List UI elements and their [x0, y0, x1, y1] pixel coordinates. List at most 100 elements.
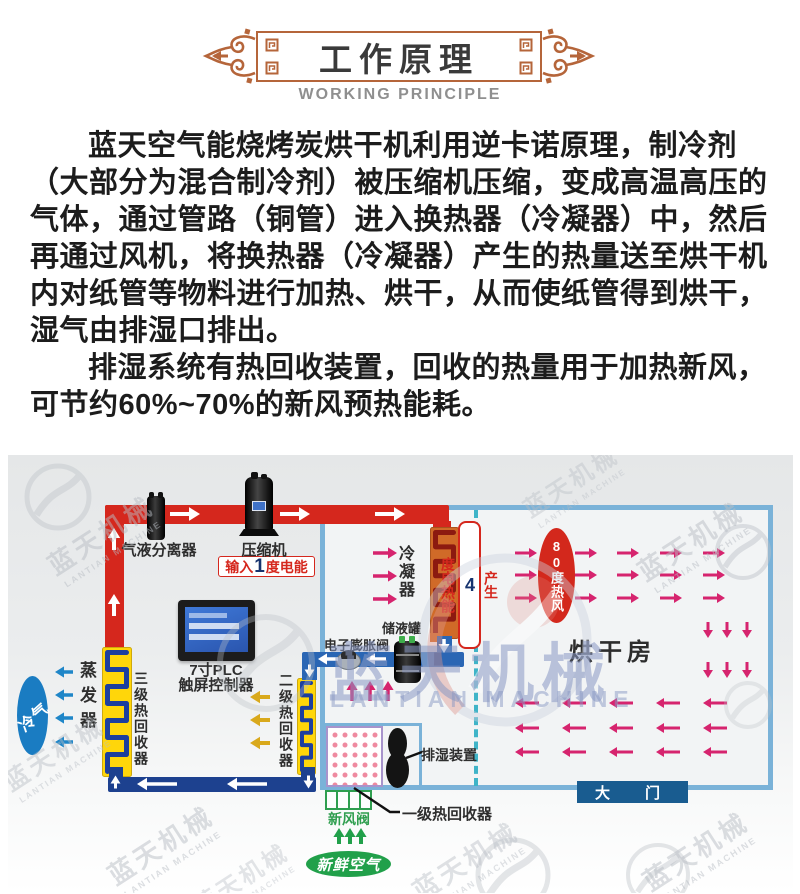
flow-arrow — [575, 570, 597, 580]
plc-screen-row — [189, 623, 239, 629]
watermark-logo-icon — [715, 524, 771, 580]
gate-box: 大 门 — [577, 781, 688, 803]
flow-arrow — [703, 570, 725, 580]
flow-arrow — [107, 528, 121, 550]
flow-arrow — [722, 662, 732, 678]
paragraph-2: 排湿系统有热回收装置，回收的热量用于加热新风，可节约60%~70%的新风预热能耗… — [30, 352, 767, 421]
separator-label: 气液分离器 — [121, 542, 197, 559]
flow-arrow — [366, 653, 386, 665]
recovery2-coil — [297, 678, 316, 775]
plc-label-line1: 7寸PLC — [189, 662, 243, 679]
dehumidifier-shape — [388, 728, 407, 759]
flow-arrow — [722, 622, 732, 638]
callout-lines — [353, 750, 423, 814]
hot-wind-label: 80度热风 — [549, 538, 564, 613]
watermark-logo-icon — [24, 463, 92, 531]
refrigerant-pipe-elbow — [433, 521, 451, 531]
flow-arrow — [304, 664, 314, 678]
input-energy-prefix: 输入 — [225, 558, 254, 575]
watermark-logo-icon — [475, 837, 551, 893]
flow-arrow — [656, 698, 680, 708]
recovery1-label: 一级热回收器 — [402, 806, 493, 823]
flow-arrow — [375, 507, 405, 521]
flow-arrow — [703, 698, 727, 708]
flow-arrow — [656, 723, 680, 733]
flow-arrow — [703, 622, 713, 638]
gate-label: 大 门 — [594, 784, 670, 802]
flow-arrow — [515, 593, 537, 603]
flow-arrow — [515, 747, 539, 757]
flow-arrow — [575, 548, 597, 558]
flow-arrow — [55, 666, 73, 678]
input-energy-number: 1 — [254, 555, 265, 577]
compressor-base — [239, 529, 279, 536]
fresh-air-oval: 新鲜空气 — [306, 851, 391, 877]
compressor-cap-icon — [261, 474, 267, 479]
title-box: 工作原理 — [256, 31, 542, 82]
flow-arrow — [55, 736, 73, 748]
flow-arrow — [703, 723, 727, 733]
key-square-icon — [519, 61, 533, 75]
flow-arrow — [703, 548, 725, 558]
flow-arrow — [170, 507, 200, 521]
separator-cap-icon — [158, 492, 163, 498]
hot-wind-oval: 80度热风 — [538, 528, 575, 623]
recovery3-label: 三级热回收器 — [133, 671, 149, 767]
flow-arrow — [250, 713, 270, 727]
flow-arrow — [438, 639, 450, 653]
flow-arrow — [110, 775, 120, 789]
separator-cap-icon — [149, 492, 154, 498]
flow-arrow — [250, 690, 270, 704]
drying-room-label: 烘干房 — [569, 639, 656, 666]
flow-arrow — [562, 747, 586, 757]
flow-arrow — [346, 681, 358, 701]
flow-arrow — [107, 594, 121, 616]
flow-arrow — [382, 681, 394, 701]
return-pipe-stub-left — [109, 767, 123, 779]
plc-screen-row — [189, 613, 227, 618]
flow-arrow — [333, 828, 345, 844]
dehumidifier-label: 排湿装置 — [421, 747, 477, 763]
flow-arrow — [515, 570, 537, 580]
flow-arrow — [575, 593, 597, 603]
flow-arrow — [515, 548, 537, 558]
plc-label-line2: 触屏控制器 — [178, 677, 254, 694]
valve-label: 电子膨胀阀 — [324, 638, 390, 653]
flow-arrow — [137, 777, 177, 791]
evaporator-label: 蒸发器 — [77, 661, 96, 736]
page-title: 工作原理 — [319, 40, 479, 78]
flow-arrow — [609, 698, 633, 708]
flow-arrow — [227, 777, 267, 791]
recovery1-enclosure — [323, 723, 422, 790]
flow-arrow — [562, 698, 586, 708]
flow-arrow — [344, 828, 356, 844]
flow-arrow — [562, 723, 586, 733]
gen-heat-suffix: 度电热能 — [440, 557, 456, 613]
flow-arrow — [318, 653, 338, 665]
fresh-valve-label: 新风阀 — [328, 811, 370, 827]
tank-band — [396, 670, 419, 672]
flow-arrow — [515, 698, 539, 708]
key-square-icon — [519, 38, 533, 52]
fresh-air-valve-vent — [325, 790, 372, 810]
flow-arrow — [609, 723, 633, 733]
flow-arrow — [617, 593, 639, 603]
expansion-valve-top — [341, 650, 356, 659]
recovery2-label: 二级热回收器 — [278, 673, 294, 769]
flow-arrow — [280, 507, 310, 521]
flow-arrow — [373, 570, 397, 582]
flow-arrow — [355, 828, 367, 844]
flow-arrow — [742, 622, 752, 638]
watermark-logo-icon — [724, 681, 772, 729]
gen-heat-number: 4 — [460, 575, 480, 595]
flow-arrow — [373, 593, 397, 605]
watermark-logo-icon — [217, 614, 315, 712]
tank-cap-icon — [399, 636, 405, 643]
cold-air-oval: 冷气 — [16, 676, 53, 755]
flow-arrow — [660, 593, 682, 603]
watermark-logo-big-icon — [418, 553, 592, 727]
